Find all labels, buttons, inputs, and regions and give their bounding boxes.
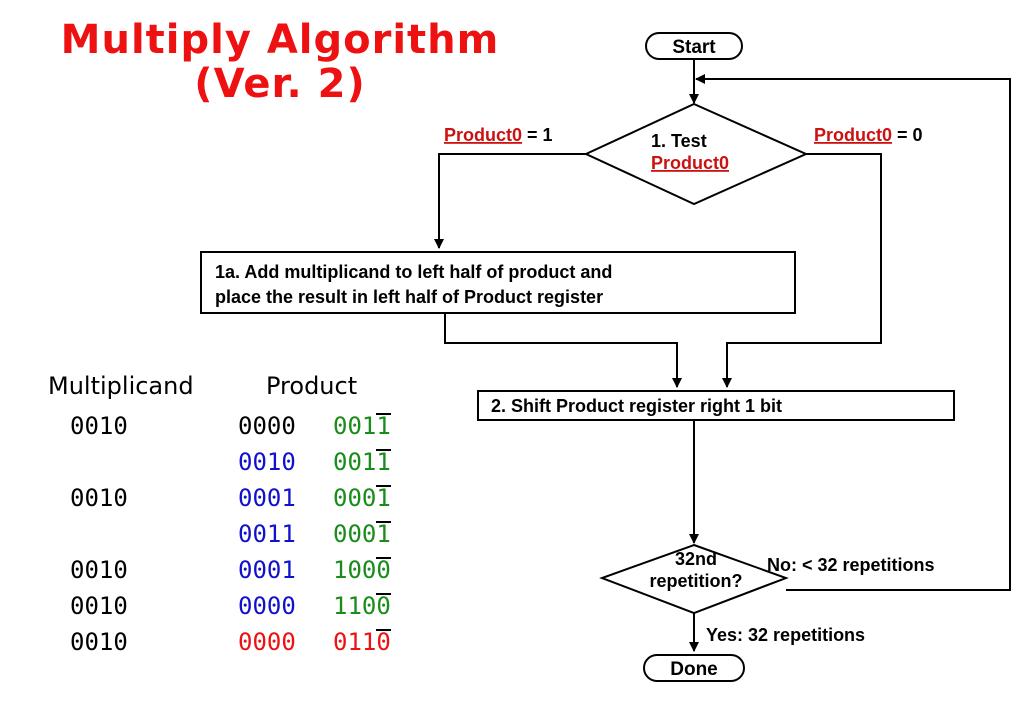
- trace-row: 0010 0011: [48, 444, 448, 480]
- header-multiplicand: Multiplicand: [48, 372, 194, 400]
- arrow-test-to-shift: [722, 153, 882, 388]
- product-bit: 0: [347, 520, 362, 548]
- product-bit: 0: [361, 592, 377, 620]
- multiplicand-value: 0010: [70, 628, 128, 656]
- title-line-1: Multiply Algorithm: [60, 17, 500, 63]
- product-bit: 0: [333, 484, 348, 512]
- product-right-half: 0001: [333, 480, 391, 516]
- product-left-half: 0011: [238, 520, 296, 548]
- header-product: Product: [266, 372, 358, 400]
- repetition-label-line2: repetition?: [650, 571, 743, 591]
- shift-step-label: 2. Shift Product register right 1 bit: [491, 396, 782, 416]
- product-bit: 0: [347, 412, 362, 440]
- add-step-box: 1a. Add multiplicand to left half of pro…: [200, 251, 796, 314]
- product-bit-0: 1: [376, 484, 391, 512]
- product-bit-0: 0: [376, 556, 391, 584]
- product-bit-0: 0: [376, 592, 391, 620]
- product-bit: 1: [361, 628, 377, 656]
- product-right-half: 1000: [333, 552, 391, 588]
- product-right-half: 0011: [333, 444, 391, 480]
- trace-row: 0011 0001: [48, 516, 448, 552]
- product-right-half: 1100: [333, 588, 391, 624]
- yes-branch-label: Yes: 32 repetitions: [706, 625, 865, 645]
- product-bit: 1: [361, 448, 377, 476]
- arrow-loop-back: [695, 74, 1011, 591]
- product-left-half: 0001: [238, 556, 296, 584]
- product-bit: 0: [361, 556, 377, 584]
- product-left-half: 0000: [238, 628, 296, 656]
- product-bit: 1: [333, 556, 348, 584]
- product-bit: 0: [347, 556, 362, 584]
- multiplicand-value: 0010: [70, 592, 128, 620]
- product-bit-0: 1: [376, 520, 391, 548]
- start-label: Start: [672, 37, 716, 58]
- branch-left-variable: Product0: [444, 125, 522, 145]
- start-node: Start: [645, 32, 743, 60]
- branch-left-value: = 1: [522, 125, 553, 145]
- shift-step-box: 2. Shift Product register right 1 bit: [477, 390, 955, 421]
- product-bit: 0: [347, 484, 362, 512]
- product-bit-0: 1: [376, 448, 391, 476]
- arrow-add-to-shift: [444, 313, 682, 388]
- multiplicand-value: 0010: [70, 484, 128, 512]
- product-bit: 0: [333, 520, 348, 548]
- product-right-half: 0011: [333, 408, 391, 444]
- product-left-half: 0001: [238, 484, 296, 512]
- product-left-half: 0000: [238, 592, 296, 620]
- test-label-variable: Product0: [651, 153, 729, 173]
- test-label-line1: 1. Test: [651, 131, 707, 151]
- done-label: Done: [670, 659, 718, 680]
- done-node: Done: [643, 654, 745, 682]
- product-bit-0: 0: [376, 628, 391, 656]
- test-decision: 1. Test Product0: [583, 102, 809, 206]
- branch-right-value: = 0: [892, 125, 923, 145]
- no-branch-label: No: < 32 repetitions: [767, 555, 935, 575]
- product-bit: 0: [361, 520, 377, 548]
- product-right-half: 0001: [333, 516, 391, 552]
- slide-title: Multiply Algorithm (Ver. 2): [40, 18, 520, 106]
- branch-product0-eq-1-label: Product0 = 1: [444, 125, 553, 145]
- product-bit: 0: [361, 484, 377, 512]
- multiplicand-value: 0010: [70, 556, 128, 584]
- branch-product0-eq-0-label: Product0 = 0: [814, 125, 923, 145]
- trace-row: 0010 0000 1100: [48, 588, 448, 624]
- multiplicand-value: 0010: [70, 412, 128, 440]
- product-left-half: 0010: [238, 448, 296, 476]
- repetition-decision: 32nd repetition?: [599, 543, 789, 615]
- product-bit: 1: [361, 412, 377, 440]
- product-bit: 1: [333, 592, 348, 620]
- product-bit: 0: [333, 448, 348, 476]
- product-bit-0: 1: [376, 412, 391, 440]
- product-bit: 0: [333, 412, 348, 440]
- title-line-2: (Ver. 2): [194, 61, 366, 107]
- add-step-line1: 1a. Add multiplicand to left half of pro…: [215, 262, 612, 282]
- branch-right-variable: Product0: [814, 125, 892, 145]
- product-bit: 0: [347, 448, 362, 476]
- product-left-half: 0000: [238, 412, 296, 440]
- add-step-line2: place the result in left half of Product…: [215, 287, 603, 307]
- product-bit: 0: [333, 628, 348, 656]
- product-bit: 1: [347, 628, 362, 656]
- repetition-label-line1: 32nd: [675, 549, 717, 569]
- product-right-half: 0110: [333, 624, 391, 660]
- arrow-test-to-add: [434, 153, 586, 249]
- product-bit: 1: [347, 592, 362, 620]
